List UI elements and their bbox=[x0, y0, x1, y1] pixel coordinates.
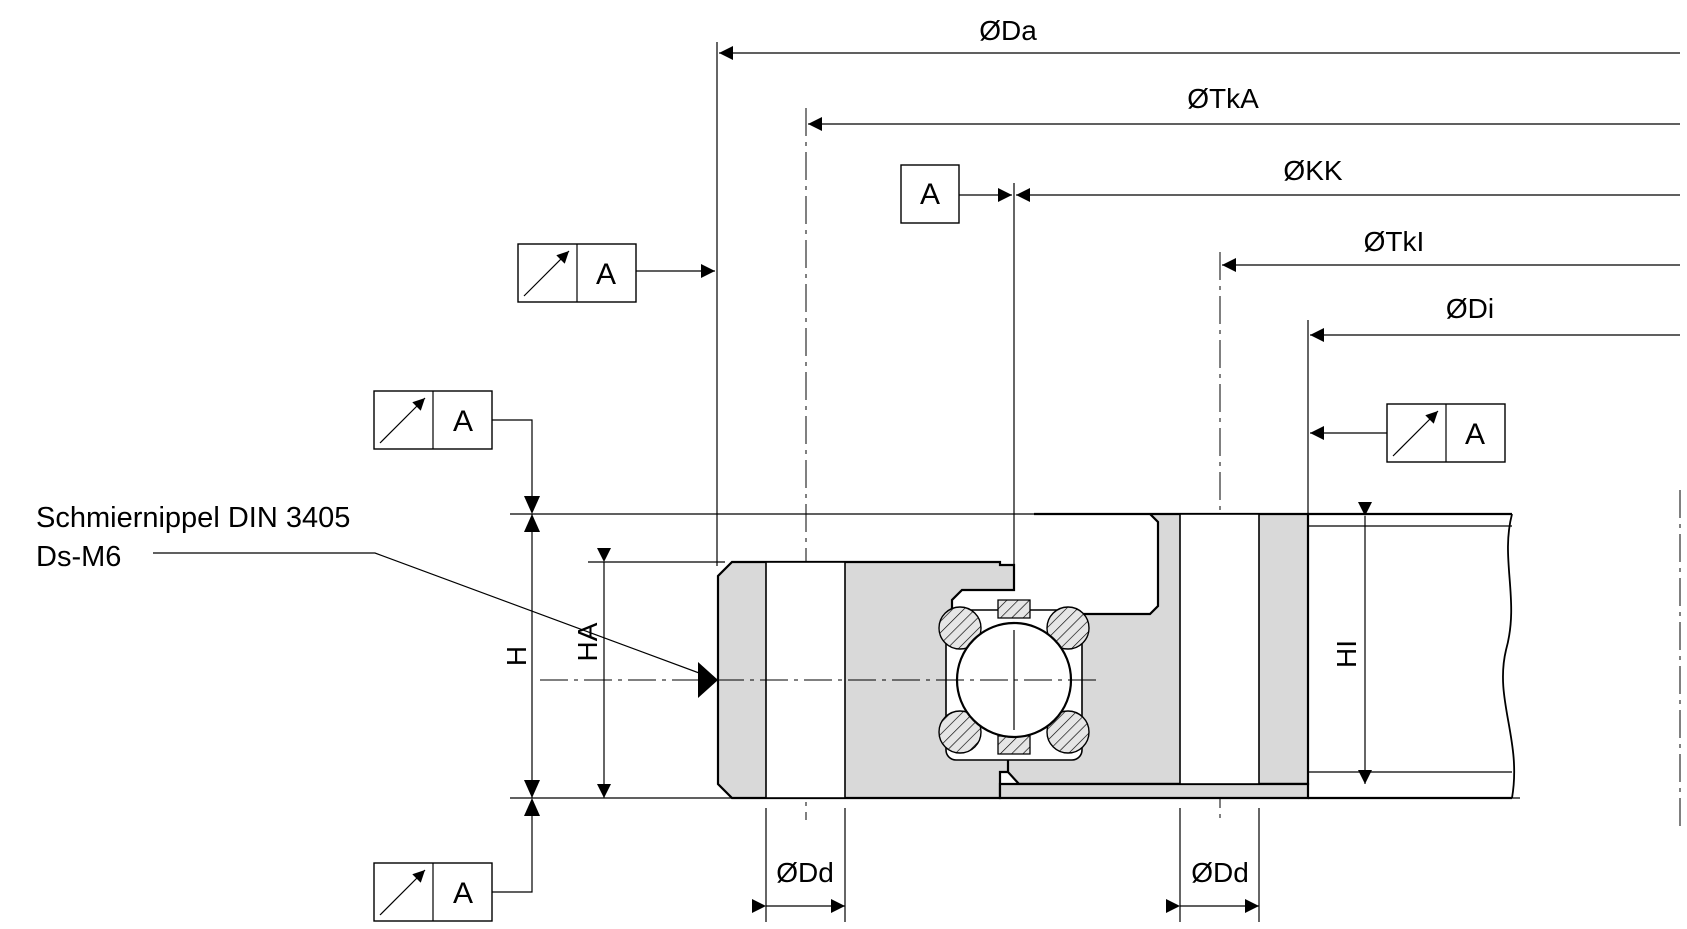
h-label: H bbox=[501, 646, 532, 666]
seal-top bbox=[997, 599, 1031, 619]
di-label: ØDi bbox=[1446, 293, 1494, 324]
svg-text:A: A bbox=[596, 258, 616, 291]
hi-label: HI bbox=[1331, 640, 1362, 668]
tolerance-frame-di: A bbox=[1310, 403, 1506, 463]
tolerance-frame-kk: A bbox=[900, 164, 1012, 224]
lubrication-arrow bbox=[698, 662, 718, 698]
note-line1: Schmiernippel DIN 3405 bbox=[36, 502, 350, 534]
seal-bottom bbox=[997, 735, 1031, 755]
runout-arrow-icon bbox=[379, 397, 426, 444]
raceway-segments bbox=[938, 606, 1090, 754]
height-dimensions: H HA HI bbox=[501, 502, 1520, 799]
runout-arrow-icon bbox=[379, 869, 426, 916]
ha-label: HA bbox=[572, 622, 603, 661]
svg-text:A: A bbox=[1465, 418, 1485, 451]
svg-text:A: A bbox=[453, 877, 473, 910]
inner-bolt-hole bbox=[1179, 513, 1260, 785]
svg-text:A: A bbox=[453, 405, 473, 438]
lubrication-note: Schmiernippel DIN 3405 Ds-M6 bbox=[36, 502, 719, 698]
inner-ring-lower-lip bbox=[998, 782, 1310, 800]
kk-label: ØKK bbox=[1283, 155, 1342, 186]
dd-inner-label: ØDd bbox=[1191, 857, 1249, 888]
runout-arrow-icon bbox=[1392, 410, 1439, 457]
tolerance-frame-bottom: A bbox=[373, 798, 540, 922]
hole-dimensions: ØDd ØDd bbox=[752, 808, 1260, 922]
bearing-section bbox=[540, 490, 1681, 826]
runout-arrow-icon bbox=[523, 250, 570, 297]
da-label: ØDa bbox=[979, 15, 1037, 46]
tolerance-frame-da: A bbox=[517, 243, 715, 303]
break-line bbox=[1502, 513, 1516, 799]
svg-text:A: A bbox=[920, 178, 940, 211]
tka-label: ØTkA bbox=[1187, 83, 1259, 114]
tolerance-frame-top: A bbox=[373, 390, 540, 514]
tki-label: ØTkI bbox=[1364, 226, 1425, 257]
note-line2: Ds-M6 bbox=[36, 541, 121, 573]
dd-outer-label: ØDd bbox=[776, 857, 834, 888]
